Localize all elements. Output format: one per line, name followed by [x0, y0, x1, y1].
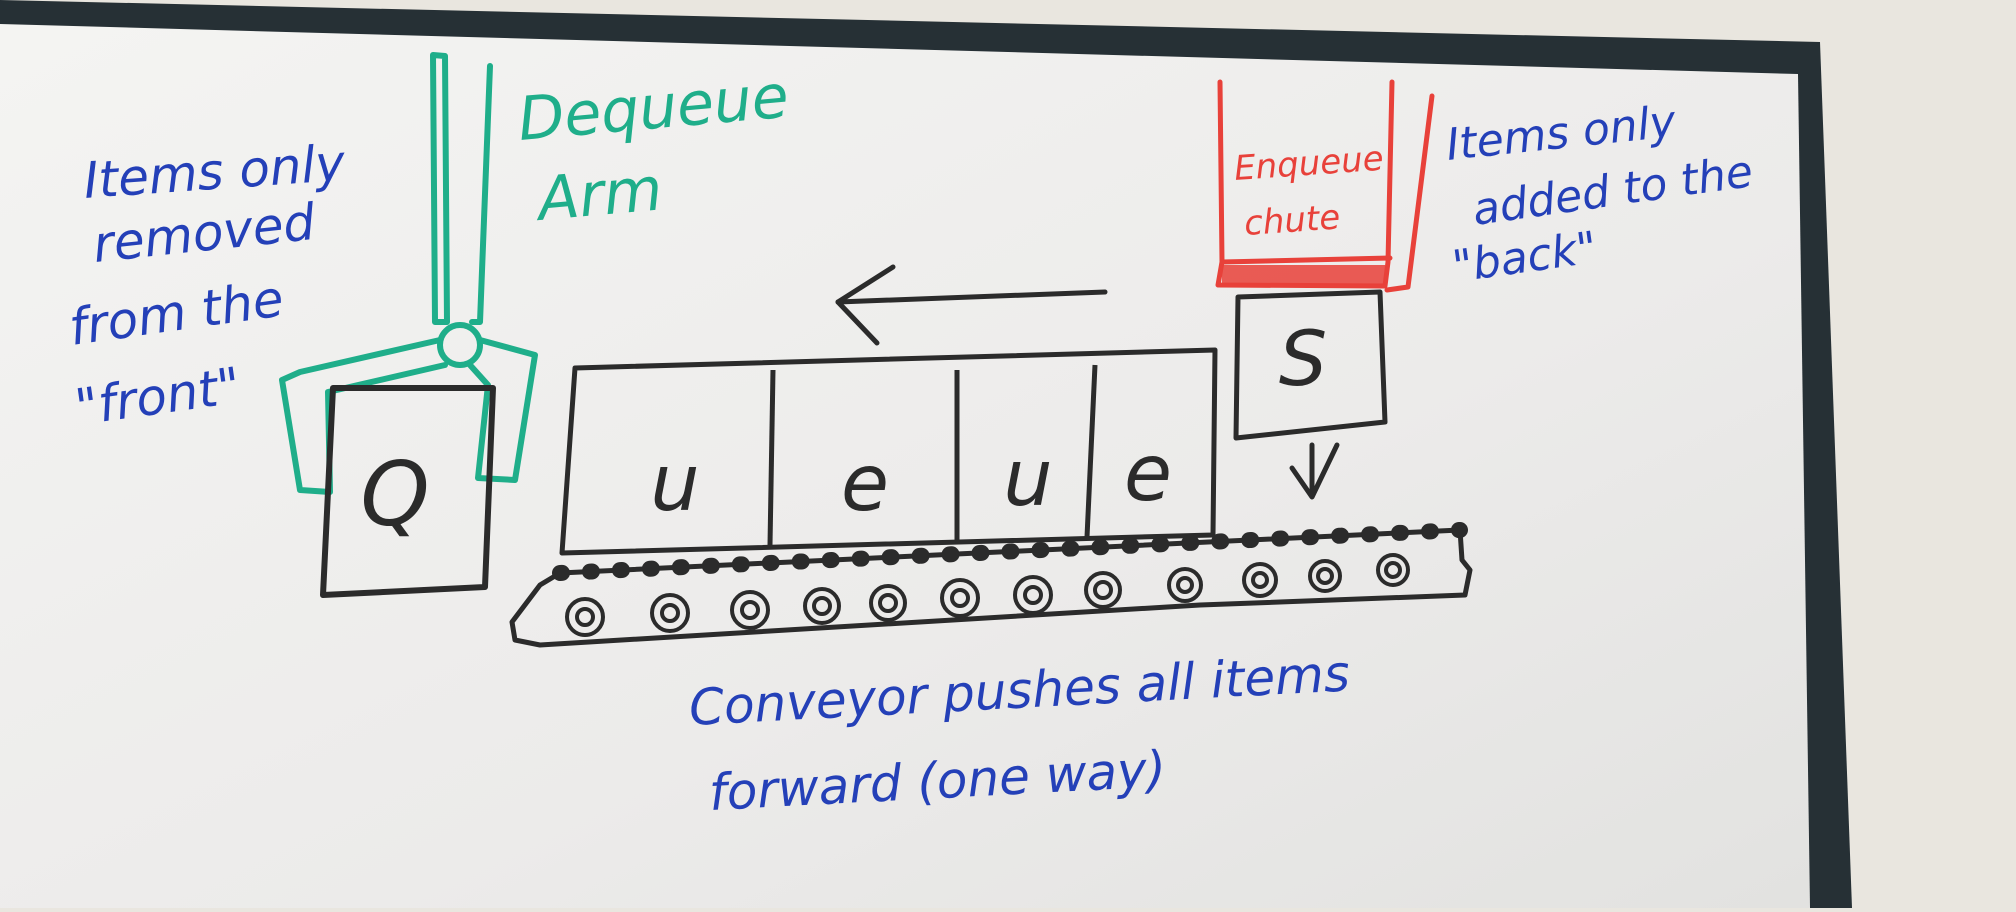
queue-item-1: u — [650, 439, 699, 529]
queue-item-4: e — [1124, 429, 1172, 519]
conveyor-belt — [509, 522, 1473, 648]
down-arrow-icon — [1289, 442, 1340, 500]
back-item-label: S — [1279, 314, 1327, 403]
queue-item-2: e — [841, 439, 889, 529]
enqueue-chute — [1215, 79, 1435, 293]
dequeue-arm — [279, 52, 538, 495]
front-item-box: Q — [320, 385, 496, 598]
queue-boxes — [559, 347, 1218, 556]
arm-label-line2: Arm — [531, 154, 665, 235]
back-item-box: S — [1233, 289, 1388, 441]
chute-label-line2: chute — [1243, 197, 1342, 244]
queue-item-3: u — [1003, 434, 1052, 524]
front-item-label: Q — [360, 443, 429, 546]
chute-gate — [1222, 265, 1385, 285]
direction-arrow-icon — [835, 264, 1108, 346]
chute-label: Enqueue chute — [1233, 139, 1385, 244]
conveyor-rollers — [565, 553, 1410, 637]
board-surface — [0, 24, 1810, 908]
